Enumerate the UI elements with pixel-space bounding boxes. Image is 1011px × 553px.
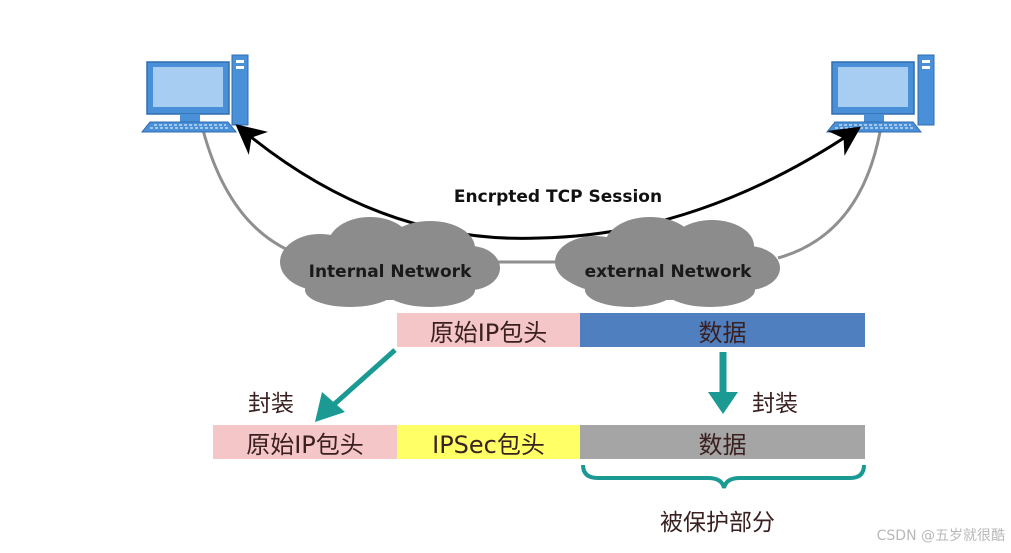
encap-data-label: 数据 [698,430,747,459]
right-computer-icon [825,54,935,133]
internal-network-label: Internal Network [309,262,472,282]
ipsec-header-label: IPSec包头 [432,430,545,459]
encapsulate-diagonal-arrow [315,348,397,422]
protected-brace [581,464,866,489]
encap-ip-header-label: 原始IP包头 [246,430,364,459]
left-link-line [201,129,301,257]
left-computer-icon [140,54,249,133]
encap-data-block: 数据 [580,425,865,459]
encap-label-left: 封装 [248,391,294,417]
encapsulate-down-arrow [708,352,738,414]
encrypted-session-arrow [235,124,861,240]
ipsec-header-block: IPSec包头 [397,425,580,459]
external-network-label: external Network [585,262,753,282]
protected-label: 被保护部分 [660,510,775,536]
external-network-cloud: external Network [555,217,780,307]
session-label: Encrpted TCP Session [454,187,662,207]
original-data-block: 数据 [580,313,865,347]
right-link-line [777,131,882,260]
original-data-label: 数据 [698,318,747,347]
encap-label-right: 封装 [752,391,798,417]
watermark: CSDN @五岁就很酷 [876,528,1005,544]
original-ip-header-label: 原始IP包头 [429,318,548,347]
encap-ip-header-block: 原始IP包头 [213,425,397,459]
original-ip-header-block: 原始IP包头 [397,313,580,347]
internal-network-cloud: Internal Network [280,217,500,307]
